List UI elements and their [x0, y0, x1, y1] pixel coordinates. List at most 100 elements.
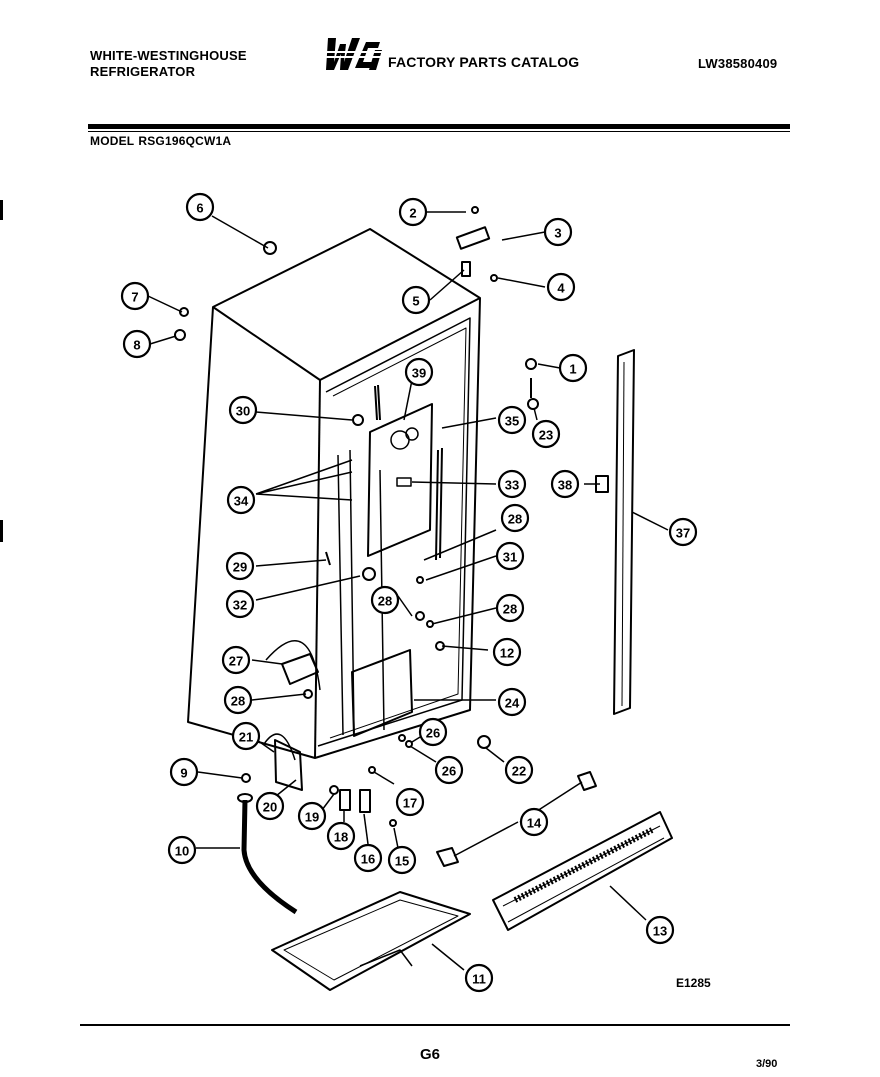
- callout-label: 10: [175, 844, 189, 859]
- clip-14-top: [577, 771, 597, 791]
- callout-label: 24: [505, 696, 520, 711]
- brand-block: WHITE-WESTINGHOUSE REFRIGERATOR: [90, 48, 247, 80]
- cabinet-inner-liner: [317, 317, 471, 747]
- callout-39: [404, 357, 434, 387]
- callout-label: 28: [231, 694, 245, 709]
- callout-label: 14: [527, 816, 542, 831]
- cabinet-shell: [187, 228, 481, 759]
- callout-label: 39: [412, 366, 426, 381]
- callout-28a: [500, 503, 530, 533]
- header-rule: [88, 124, 790, 129]
- callout-3: [543, 217, 573, 247]
- callout-11: [464, 963, 494, 993]
- callout-label: 11: [472, 972, 486, 987]
- scan-edge-mark: [0, 200, 3, 220]
- callout-label: 33: [505, 478, 519, 493]
- callout-20: [255, 791, 285, 821]
- callout-19: [297, 801, 327, 831]
- callout-2: [398, 197, 428, 227]
- bracket-27: [281, 653, 319, 685]
- callout-28c: [223, 685, 253, 715]
- callout-23: [531, 419, 561, 449]
- header-rule-thin: [88, 131, 790, 132]
- callout-label: 22: [512, 764, 526, 779]
- callout-label: 1: [569, 362, 576, 377]
- catalog-title: FACTORY PARTS CATALOG: [388, 54, 580, 70]
- callout-label: 23: [539, 428, 553, 443]
- callout-label: 27: [229, 654, 243, 669]
- diagram-reference: E1285: [676, 976, 711, 990]
- callout-label: 8: [133, 338, 140, 353]
- cabinet-top-front-edge: [212, 306, 321, 381]
- callout-label: 38: [558, 478, 572, 493]
- callout-7: [120, 281, 150, 311]
- bottom-module: [351, 649, 413, 737]
- drain-pan: [271, 891, 471, 991]
- callout-label: 6: [196, 201, 203, 216]
- callout-17: [395, 787, 425, 817]
- page-number: G6: [420, 1046, 441, 1063]
- callout-label: 9: [180, 766, 187, 781]
- callout-label: 20: [263, 800, 277, 815]
- callout-21: [231, 721, 261, 751]
- cabinet-front-edge: [314, 379, 321, 759]
- callout-35: [226, 485, 256, 515]
- callout-label: 18: [334, 830, 348, 845]
- footer-rule: [80, 1024, 790, 1026]
- callout-label: 12: [500, 646, 514, 661]
- callout-label: 35: [505, 414, 519, 429]
- callout-8: [122, 329, 152, 359]
- callout-label: 34: [234, 494, 249, 509]
- callout-5: [401, 285, 431, 315]
- side-rail: [337, 449, 355, 736]
- callout-label: 28: [508, 512, 522, 527]
- brand-name: WHITE-WESTINGHOUSE: [90, 48, 247, 63]
- callout-4: [546, 272, 576, 302]
- callout-label: 26: [426, 726, 440, 741]
- callout-38: [550, 469, 580, 499]
- callout-label: 4: [557, 281, 565, 296]
- callout-label: 5: [412, 294, 419, 309]
- front-rail-strip: [613, 349, 635, 715]
- callout-30: [225, 551, 255, 581]
- callout-label: 15: [395, 854, 409, 869]
- callout-18: [326, 821, 356, 851]
- callout-label: 3: [554, 226, 561, 241]
- control-panel: [367, 403, 433, 557]
- callout-label: 13: [653, 924, 667, 939]
- callout-label: 2: [409, 206, 416, 221]
- callout-15: [387, 845, 417, 875]
- water-tube: [241, 799, 298, 915]
- callout-label: 30: [236, 404, 250, 419]
- callout-33: [225, 589, 255, 619]
- product-type: REFRIGERATOR: [90, 64, 196, 79]
- wci-logo: [322, 38, 384, 70]
- kick-plate: [492, 811, 673, 931]
- callout-29: [370, 585, 400, 615]
- callout-label: 32: [233, 598, 247, 613]
- callout-label: 31: [503, 550, 517, 565]
- callout-label: 19: [305, 810, 319, 825]
- callout-label: 28: [378, 594, 392, 609]
- callout-1: [558, 353, 588, 383]
- catalog-code: LW38580409: [698, 56, 778, 71]
- callout-28b: [495, 593, 525, 623]
- callout-label: 29: [233, 560, 247, 575]
- valve-bracket: [274, 739, 303, 791]
- callout-label: 7: [131, 290, 138, 305]
- callout-16: [353, 843, 383, 873]
- clip-14-bottom: [436, 847, 459, 867]
- callout-22: [504, 755, 534, 785]
- callout-13: [645, 915, 675, 945]
- cabinet-top-right-edge: [319, 297, 481, 381]
- callout-14: [519, 807, 549, 837]
- scan-edge-mark: [0, 520, 3, 542]
- callout-label: 16: [361, 852, 375, 867]
- callout-label: 21: [239, 730, 253, 745]
- model-number: RSG196QCW1A: [138, 134, 232, 148]
- callout-34: [497, 469, 527, 499]
- callout-26b: [434, 755, 464, 785]
- callout-6: [185, 192, 215, 222]
